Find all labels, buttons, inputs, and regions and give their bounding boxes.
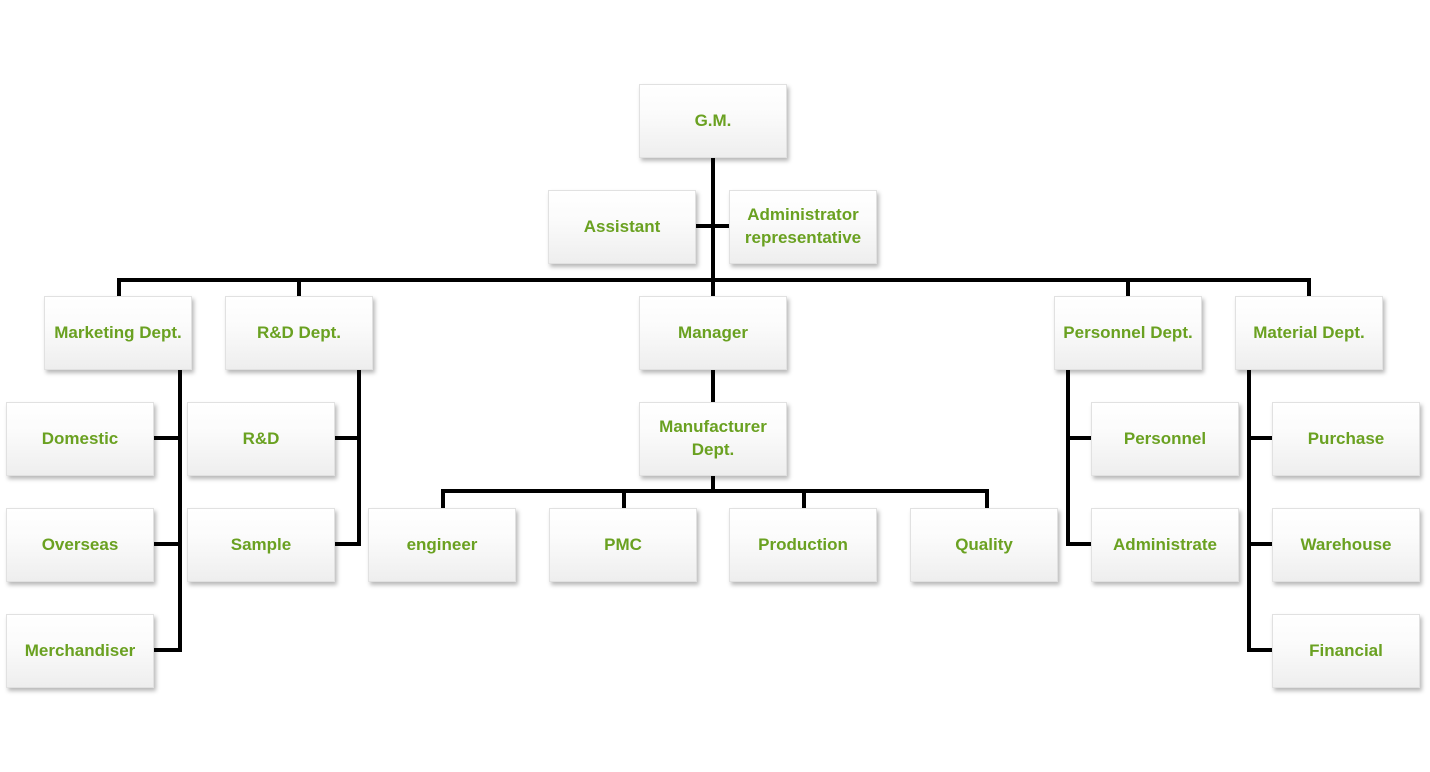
node-engineer-label: engineer — [406, 534, 478, 554]
node-admin-rep-line1: Administrator — [747, 205, 859, 225]
node-personnel-label: Personnel — [1123, 428, 1207, 448]
node-personnel: Personnel — [1091, 402, 1239, 476]
node-manufacturer-line1: Manufacturer — [659, 417, 767, 437]
node-pmc: PMC — [549, 508, 697, 582]
node-domestic-label: Domestic — [41, 428, 119, 448]
node-financial: Financial — [1272, 614, 1420, 688]
node-sample-label: Sample — [230, 534, 292, 554]
node-assistant-label: Assistant — [583, 216, 661, 236]
node-marketing-dept-label: Marketing Dept. — [54, 322, 182, 342]
node-manager-label: Manager — [678, 322, 748, 342]
node-gm: G.M. — [639, 84, 787, 158]
node-personnel-dept: Personnel Dept. — [1054, 296, 1202, 370]
node-gm-label: G.M. — [694, 110, 732, 130]
node-pmc-label: PMC — [604, 534, 642, 554]
node-assistant: Assistant — [548, 190, 696, 264]
node-domestic: Domestic — [6, 402, 154, 476]
node-rnd-label: R&D — [242, 428, 280, 448]
node-rnd: R&D — [187, 402, 335, 476]
node-admin-rep-line2: representative — [744, 228, 862, 247]
node-manufacturer-line2: Dept. — [691, 440, 735, 459]
node-marketing-dept: Marketing Dept. — [44, 296, 192, 370]
node-quality: Quality — [910, 508, 1058, 582]
node-sample: Sample — [187, 508, 335, 582]
node-rnd-dept: R&D Dept. — [225, 296, 373, 370]
node-personnel-dept-label: Personnel Dept. — [1063, 322, 1193, 342]
node-overseas: Overseas — [6, 508, 154, 582]
node-administrate-label: Administrate — [1113, 534, 1217, 554]
node-production: Production — [729, 508, 877, 582]
node-purchase-label: Purchase — [1307, 428, 1385, 448]
node-engineer: engineer — [368, 508, 516, 582]
node-quality-label: Quality — [955, 534, 1013, 554]
node-merchandiser: Merchandiser — [6, 614, 154, 688]
node-financial-label: Financial — [1309, 640, 1383, 660]
node-rnd-dept-label: R&D Dept. — [256, 322, 342, 342]
node-purchase: Purchase — [1272, 402, 1420, 476]
node-administrate: Administrate — [1091, 508, 1239, 582]
node-material-dept-label: Material Dept. — [1253, 322, 1365, 342]
node-admin-rep: Administrator representative — [729, 190, 877, 264]
node-manufacturer-dept: Manufacturer Dept. — [639, 402, 787, 476]
node-overseas-label: Overseas — [41, 534, 119, 554]
node-merchandiser-label: Merchandiser — [24, 640, 136, 660]
node-manager: Manager — [639, 296, 787, 370]
node-warehouse-label: Warehouse — [1300, 534, 1392, 554]
node-material-dept: Material Dept. — [1235, 296, 1383, 370]
node-production-label: Production — [758, 534, 848, 554]
node-warehouse: Warehouse — [1272, 508, 1420, 582]
